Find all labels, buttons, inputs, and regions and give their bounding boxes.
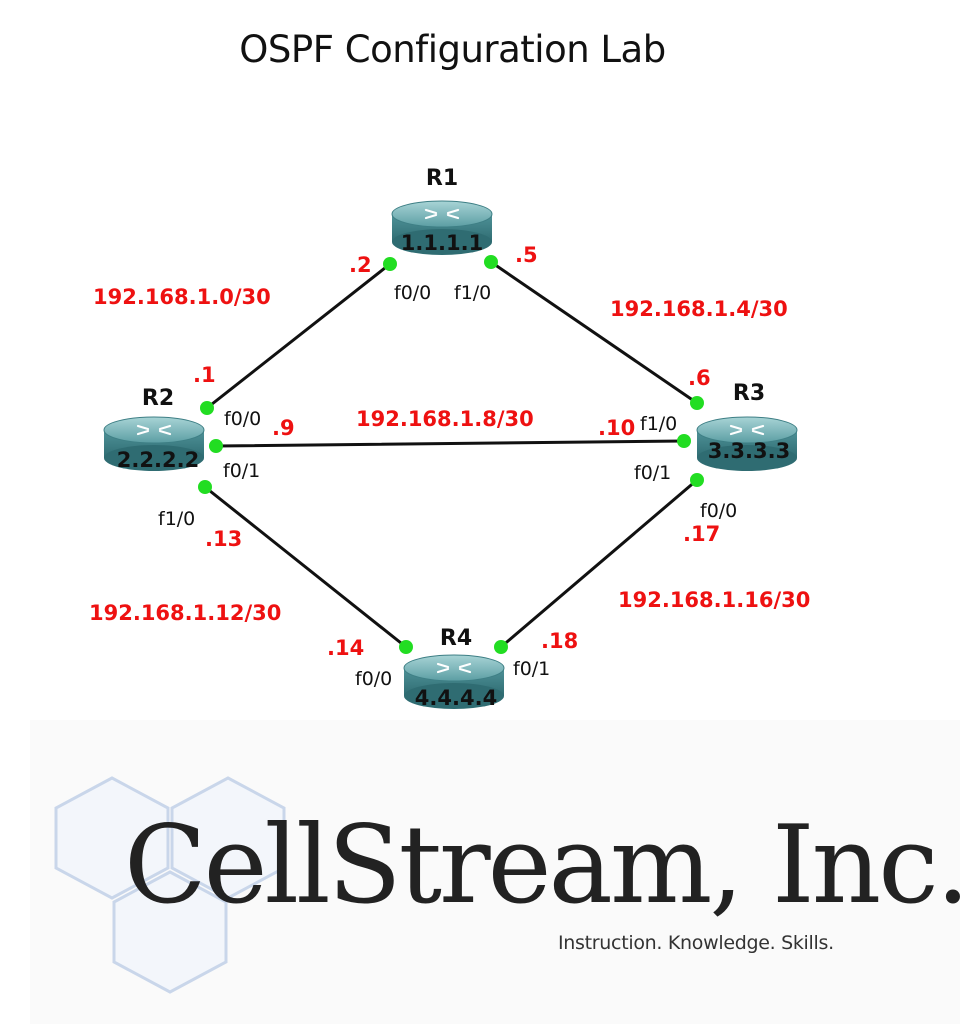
router-name-r1: R1 [426, 166, 458, 191]
router-r4[interactable] [403, 654, 505, 709]
link-lines [203, 260, 699, 649]
subnet-label: 192.168.1.0/30 [93, 285, 271, 309]
host-label: .14 [327, 636, 364, 660]
link-r2-r1 [205, 262, 392, 410]
hexagon-logo-icon [54, 776, 286, 994]
interface-label: f1/0 [454, 282, 491, 304]
router-id-r3: 3.3.3.3 [708, 439, 790, 463]
interface-label: f0/1 [634, 462, 671, 484]
subnet-label: 192.168.1.8/30 [356, 407, 534, 431]
host-label: .10 [598, 416, 635, 440]
host-label: .13 [205, 527, 242, 551]
router-name-r4: R4 [440, 626, 472, 651]
page-title: OSPF Configuration Lab [239, 28, 666, 71]
subnet-label: 192.168.1.4/30 [610, 297, 788, 321]
endpoint-dot [209, 439, 223, 453]
endpoint-dot [399, 640, 413, 654]
subnet-label: 192.168.1.16/30 [618, 588, 810, 612]
interface-label: f1/0 [640, 413, 677, 435]
link-r3-r4 [499, 478, 699, 649]
interface-label: f0/0 [224, 408, 261, 430]
endpoint-dot [690, 473, 704, 487]
router-name-r2: R2 [142, 386, 174, 411]
link-r2-r4 [203, 485, 408, 649]
host-label: .17 [683, 522, 720, 546]
subnet-label: 192.168.1.12/30 [89, 601, 281, 625]
interface-label: f0/0 [355, 668, 392, 690]
interface-label: f0/1 [223, 460, 260, 482]
link-r2-r3 [214, 439, 686, 448]
host-label: .6 [688, 366, 711, 390]
host-label: .2 [349, 253, 372, 277]
router-name-r3: R3 [733, 381, 765, 406]
endpoint-dots [198, 255, 704, 654]
host-label: .9 [272, 416, 295, 440]
endpoint-dot [198, 480, 212, 494]
interface-label: f0/1 [513, 658, 550, 680]
link-r1-r3 [489, 260, 699, 405]
endpoint-dot [383, 257, 397, 271]
company-tagline: Instruction. Knowledge. Skills. [558, 932, 834, 954]
router-id-r2: 2.2.2.2 [117, 448, 199, 472]
interface-label: f0/0 [700, 500, 737, 522]
router-id-r4: 4.4.4.4 [415, 686, 497, 710]
interface-label: f1/0 [158, 508, 195, 530]
endpoint-dot [690, 396, 704, 410]
router-id-r1: 1.1.1.1 [401, 231, 483, 255]
endpoint-dot [484, 255, 498, 269]
company-logo-text: CellStream, Inc. [124, 803, 967, 928]
router-r1[interactable] [391, 200, 493, 255]
endpoint-dot [677, 434, 691, 448]
endpoint-dot [494, 640, 508, 654]
host-label: .5 [515, 243, 538, 267]
host-label: .18 [541, 629, 578, 653]
interface-label: f0/0 [394, 282, 431, 304]
router-r3[interactable] [696, 416, 798, 471]
endpoint-dot [200, 401, 214, 415]
host-label: .1 [193, 363, 216, 387]
router-r2[interactable] [103, 416, 205, 471]
